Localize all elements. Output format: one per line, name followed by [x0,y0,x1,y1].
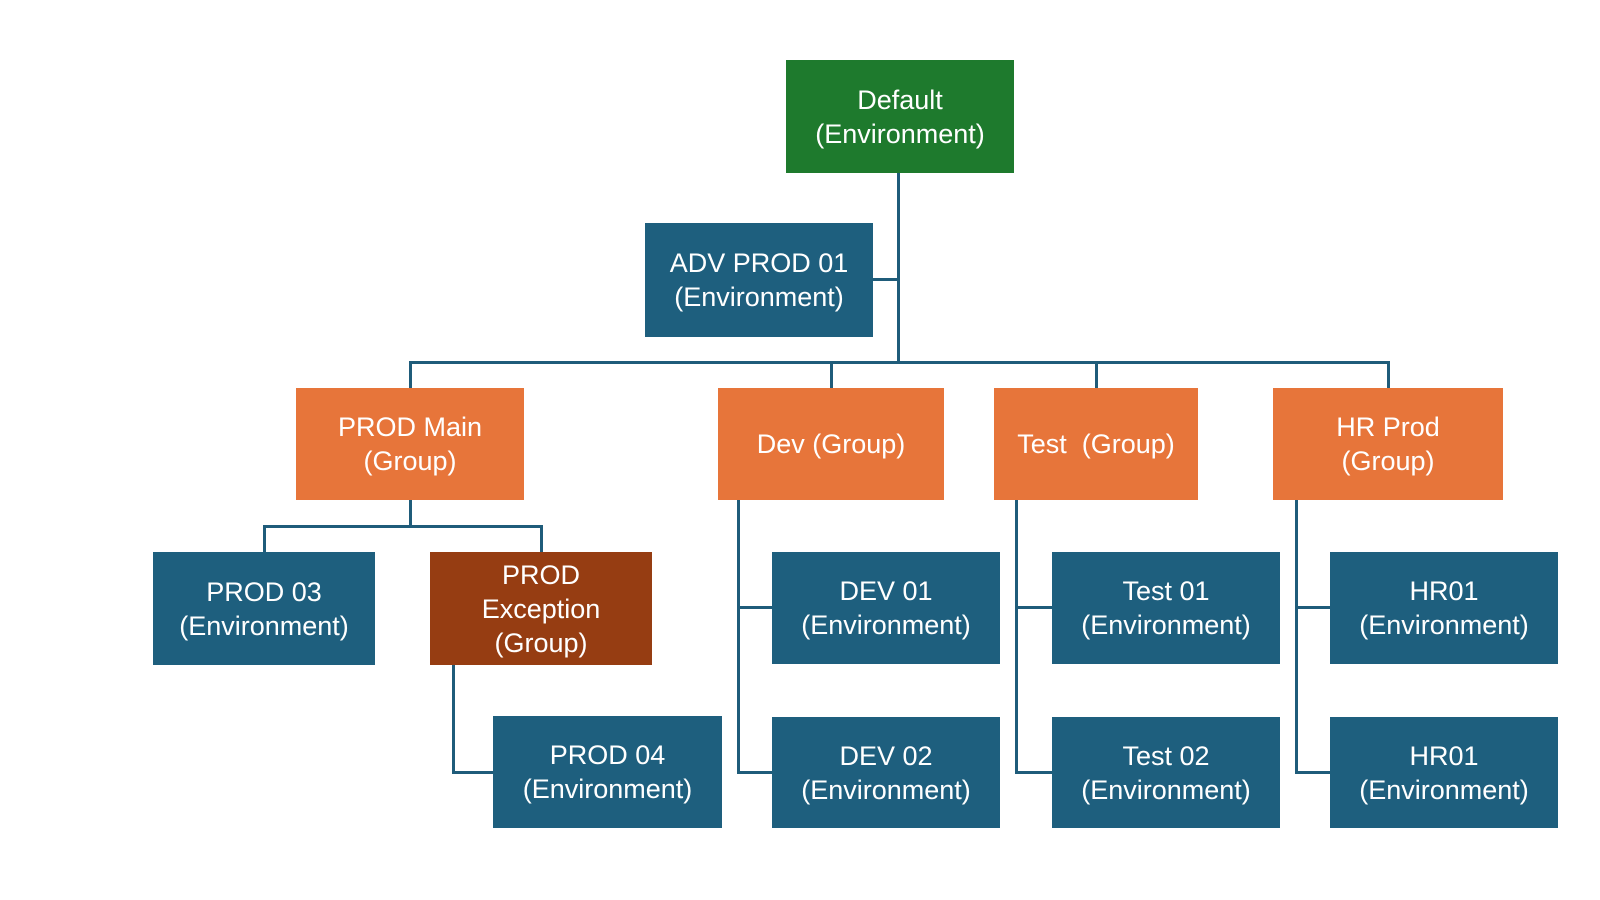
node-test-01: Test 01 (Environment) [1052,552,1280,664]
connector-drop-test-group [1095,361,1098,388]
node-label-line: PROD 04 [549,740,666,770]
connector-drop-dev-group [830,361,833,388]
node-label-line: PROD Main [337,412,483,442]
node-hr01-bottom: HR01 (Environment) [1330,717,1558,828]
node-label-line: Test 02 [1122,740,1210,771]
node-prod-03: PROD 03 (Environment) [153,552,375,665]
node-prod-04: PROD 04 (Environment) [493,716,722,828]
node-dev-02: DEV 02 (Environment) [772,717,1000,828]
node-label-line: (Group) [1341,446,1435,476]
node-label-line: (Environment) [801,610,971,640]
connector-test-stub-1 [1015,606,1052,609]
node-label-line: ADV PROD 01 [669,248,849,278]
node-label-line: (Environment) [522,774,693,804]
connector-hr-stub-1 [1295,606,1330,609]
connector-dev-stub-1 [737,606,772,609]
node-label-line: (Environment) [801,774,971,805]
node-label-line: (Environment) [1081,774,1251,805]
connector-drop-prod-exception [540,525,543,552]
node-label-line: DEV 02 [839,740,933,771]
node-label-line: Default [857,84,943,115]
node-dev-01: DEV 01 (Environment) [772,552,1000,664]
connector-exception-hang [452,665,455,774]
node-test-02: Test 02 (Environment) [1052,717,1280,828]
node-default-environment: Default (Environment) [786,60,1014,173]
connector-drop-prod-main [409,361,412,388]
node-label-line: HR01 [1409,740,1479,771]
node-label-line: PROD 03 [206,576,322,607]
connector-main-rail [409,361,1390,364]
node-adv-prod-01: ADV PROD 01 (Environment) [645,223,873,337]
node-label-line: HR Prod [1336,412,1440,442]
node-test-group: Test (Group) [994,388,1198,500]
node-label-line: DEV 01 [839,576,933,606]
node-label-line: Dev (Group) [756,429,906,459]
node-dev-group: Dev (Group) [718,388,944,500]
connector-hr-stub-2 [1295,771,1330,774]
connector-test-hang [1015,500,1018,774]
node-hr-prod-group: HR Prod (Group) [1273,388,1503,500]
node-prod-main-group: PROD Main (Group) [296,388,524,500]
node-label-line: (Environment) [179,610,349,641]
node-prod-exception-group: PROD Exception (Group) [430,552,652,665]
node-label-line: (Environment) [1359,774,1529,805]
connector-dev-stub-2 [737,771,772,774]
node-label-line: Test 01 [1122,576,1210,606]
node-label-line: Test (Group) [1017,429,1175,459]
node-label-line: (Environment) [674,282,844,312]
node-label-line: (Group) [363,446,457,476]
connector-dev-hang [737,500,740,774]
node-label-line: (Group) [494,627,588,658]
connector-default-vertical [897,173,900,363]
node-label-line: (Environment) [1081,610,1251,640]
connector-drop-hr-prod [1387,361,1390,388]
node-hr01-top: HR01 (Environment) [1330,552,1558,664]
node-label-line: (Environment) [1359,610,1529,640]
node-label-line: PROD [501,559,580,590]
node-label-line: Exception [481,593,601,624]
node-label-line: (Environment) [815,118,985,149]
connector-prod-main-stem [409,500,412,527]
node-label-line: HR01 [1409,576,1479,606]
connector-drop-prod-03 [263,525,266,552]
connector-adv-prod-stub [873,278,899,281]
connector-hr-hang [1295,500,1298,774]
connector-prod-main-rail [263,525,543,528]
connector-exception-stub [452,771,493,774]
connector-test-stub-2 [1015,771,1052,774]
